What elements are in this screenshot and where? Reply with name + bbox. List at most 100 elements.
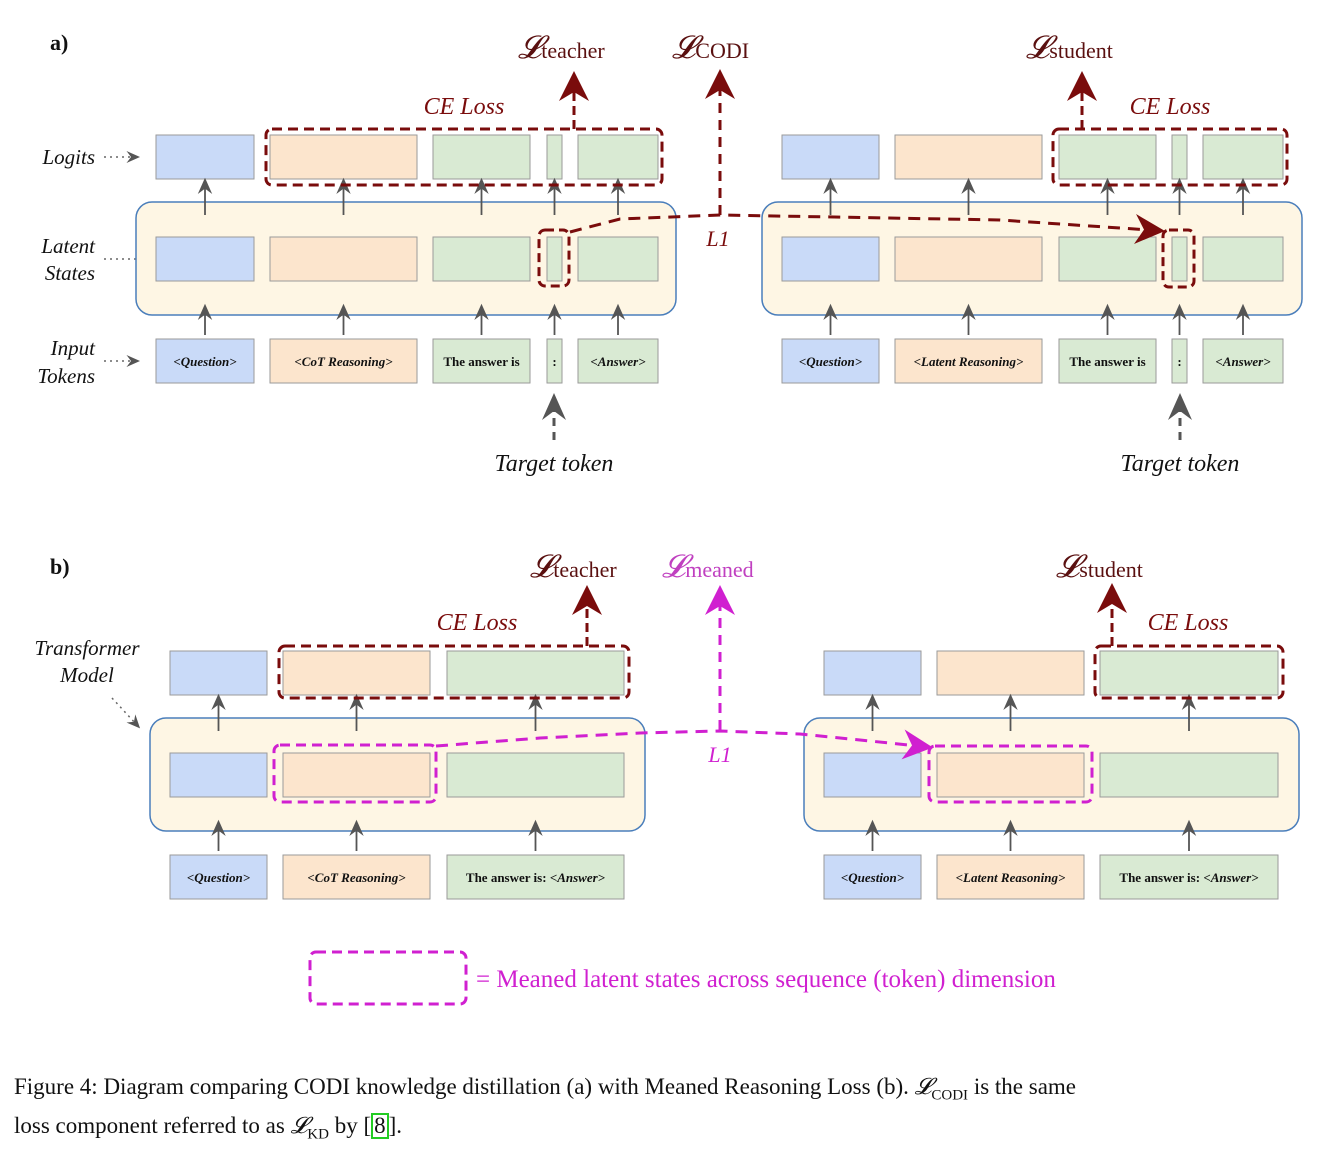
teacher-ce-loss-label-b: CE Loss — [437, 610, 518, 636]
b-student-logit-box-0 — [823, 650, 922, 696]
b-teacher-token-2: The answer is: <Answer> — [466, 870, 606, 885]
l1-label-b: L1 — [707, 742, 731, 767]
b-teacher-latent-box-1 — [282, 752, 431, 798]
a-teacher-input-box-2 — [432, 338, 531, 384]
b-teacher-latent-box-0 — [169, 752, 268, 798]
b-teacher-logit-box-0 — [169, 650, 268, 696]
b-student-token-1: <Latent Reasoning> — [956, 870, 1066, 885]
a-teacher-input-box-4 — [577, 338, 659, 384]
figure-caption: Figure 4: Diagram comparing CODI knowled… — [14, 1072, 1319, 1149]
a-teacher-logit-box-4 — [577, 134, 659, 180]
b-student-input-box-2 — [1099, 854, 1279, 900]
target-token-label-teacher: Target token — [495, 451, 614, 477]
a-teacher-logit-box-3 — [546, 134, 563, 180]
teacher-ce-loss-box — [264, 127, 664, 187]
a-teacher-token-1: <CoT Reasoning> — [294, 354, 393, 369]
loss-codi: 𝓛CODI — [672, 29, 749, 65]
b-student-latent-box-2 — [1099, 752, 1279, 798]
a-teacher-logit-box-2 — [432, 134, 531, 180]
b-teacher-latent-box-2 — [446, 752, 625, 798]
a-student-token-3: : — [1177, 354, 1181, 369]
a-student-latent-box-4 — [1202, 236, 1284, 282]
l1-connector-a — [569, 213, 1165, 244]
teacher-meaned-highlight — [272, 743, 438, 804]
a-teacher-logit-box-1 — [269, 134, 418, 180]
a-student-input-box-3 — [1171, 338, 1188, 384]
panel-a: a) Logits Latent States Input Tokens <Qu… — [37, 29, 1303, 477]
caption-line-2: loss component referred to as 𝓛KD by [8]… — [14, 1112, 403, 1143]
a-student-logit-box-2 — [1058, 134, 1157, 180]
l1-label-a: L1 — [705, 226, 729, 251]
model-label-1: Transformer — [34, 636, 140, 660]
a-student-token-1: <Latent Reasoning> — [914, 354, 1024, 369]
legend-text: = Meaned latent states across sequence (… — [476, 966, 1056, 993]
teacher-target-latent-highlight — [537, 228, 571, 288]
panel-b: b) Transformer Model <Question> <CoT Reas… — [34, 548, 1300, 900]
panel-a-label: a) — [50, 30, 68, 55]
loss-meaned: 𝓛meaned — [662, 548, 754, 584]
b-student-token-2: The answer is: <Answer> — [1119, 870, 1259, 885]
citation-link[interactable]: 8 — [371, 1112, 389, 1139]
panel-b-label: b) — [50, 554, 70, 579]
b-student-input-box-1 — [936, 854, 1085, 900]
legend-meaned-swatch — [308, 950, 468, 1006]
teacher-ce-loss-box-b — [277, 644, 631, 700]
b-teacher-token-0: <Question> — [187, 870, 251, 885]
b-teacher-input-box-1 — [282, 854, 431, 900]
b-teacher-logit-box-2 — [446, 650, 625, 696]
a-teacher-logit-box-0 — [155, 134, 255, 180]
b-student-logit-box-1 — [936, 650, 1085, 696]
target-token-label-student: Target token — [1121, 451, 1240, 477]
model-label-2: Model — [59, 663, 114, 687]
a-teacher-latent-box-1 — [269, 236, 418, 282]
a-student-latent-box-0 — [781, 236, 880, 282]
row-label-latent-1: Latent — [40, 234, 96, 258]
a-student-latent-box-2 — [1058, 236, 1157, 282]
a-teacher-token-2: The answer is — [443, 354, 519, 369]
a-student-token-4: <Answer> — [1215, 354, 1271, 369]
row-label-latent-2: States — [45, 261, 95, 285]
model-pointer-arrow — [111, 697, 141, 729]
a-student-input-box-4 — [1202, 338, 1284, 384]
student-target-latent-highlight — [1161, 228, 1196, 289]
student-ce-loss-box — [1051, 127, 1289, 187]
teacher-ce-loss-label: CE Loss — [424, 94, 505, 120]
student-ce-loss-label-b: CE Loss — [1148, 610, 1229, 636]
row-label-input-2: Tokens — [37, 364, 95, 388]
a-teacher-latent-box-0 — [155, 236, 255, 282]
a-teacher-token-0: <Question> — [173, 354, 237, 369]
b-student-token-0: <Question> — [841, 870, 905, 885]
b-student-latent-box-0 — [823, 752, 922, 798]
b-teacher-token-1: <CoT Reasoning> — [307, 870, 406, 885]
a-teacher-token-3: : — [552, 354, 556, 369]
a-student-latent-box-3 — [1171, 236, 1188, 282]
legend: = Meaned latent states across sequence (… — [308, 950, 1056, 1006]
a-teacher-input-box-0 — [155, 338, 255, 384]
a-student-logit-box-4 — [1202, 134, 1284, 180]
a-student-input-box-0 — [781, 338, 880, 384]
a-teacher-latent-box-4 — [577, 236, 659, 282]
a-teacher-latent-box-3 — [546, 236, 563, 282]
loss-student-b: 𝓛student — [1056, 548, 1143, 584]
b-teacher-input-box-0 — [169, 854, 268, 900]
loss-student-a: 𝓛student — [1026, 29, 1113, 65]
student-ce-loss-box-b — [1093, 644, 1285, 700]
a-student-input-box-1 — [894, 338, 1043, 384]
student-meaned-highlight — [927, 744, 1094, 804]
l1-connector-b — [435, 729, 933, 760]
a-teacher-latent-box-2 — [432, 236, 531, 282]
a-student-latent-box-1 — [894, 236, 1043, 282]
row-label-input-1: Input — [50, 336, 96, 360]
a-teacher-input-box-1 — [269, 338, 418, 384]
b-student-input-box-0 — [823, 854, 922, 900]
a-student-logit-box-3 — [1171, 134, 1188, 180]
b-student-latent-box-1 — [936, 752, 1085, 798]
a-student-logit-box-1 — [894, 134, 1043, 180]
row-label-logits: Logits — [41, 145, 95, 169]
a-student-token-0: <Question> — [799, 354, 863, 369]
a-teacher-token-4: <Answer> — [590, 354, 646, 369]
a-teacher-input-box-3 — [546, 338, 563, 384]
b-student-logit-box-2 — [1099, 650, 1279, 696]
caption-line-1: Figure 4: Diagram comparing CODI knowled… — [14, 1074, 1077, 1104]
